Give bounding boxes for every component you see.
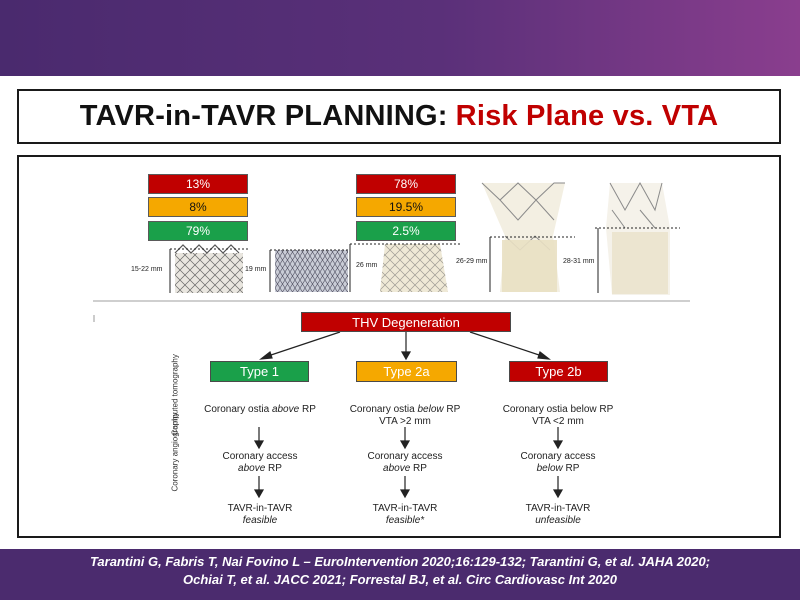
valve-2-dimension: 19 mm: [245, 266, 267, 273]
slide-title: TAVR-in-TAVR PLANNING: Risk Plane vs. VT…: [17, 89, 781, 144]
type-2a-box: Type 2a: [356, 361, 457, 382]
side-label-angio: Coronary angiography: [170, 412, 180, 492]
type-2b-box: Type 2b: [509, 361, 608, 382]
right-low-risk-box: 2.5%: [356, 221, 456, 241]
type-1-angio-text: Coronary access above RP: [222, 451, 298, 474]
type-1-box: Type 1: [210, 361, 309, 382]
valve-3-dimension: 26 mm: [356, 262, 378, 269]
right-mid-risk-box: 19.5%: [356, 197, 456, 217]
valve-1-image: [169, 244, 250, 293]
type-2a-result-text: TAVR-in-TAVR feasible*: [372, 503, 438, 526]
flow-arrows: [253, 331, 564, 499]
left-mid-risk-box: 8%: [148, 197, 248, 217]
type-1-ct-text: Coronary ostia above RP: [204, 404, 316, 415]
citation: Tarantini G, Fabris T, Nai Fovino L – Eu…: [0, 553, 800, 589]
left-high-risk-box: 13%: [148, 174, 248, 194]
type-2b-angio-text: Coronary access below RP: [520, 451, 596, 474]
valve-4-image: [481, 182, 575, 292]
type-2b-result-text: TAVR-in-TAVR unfeasible: [525, 503, 591, 526]
type-1-result-text: TAVR-in-TAVR feasible: [227, 503, 293, 526]
left-low-risk-box: 79%: [148, 221, 248, 241]
footer-band: [0, 549, 800, 600]
citation-line-1: Tarantini G, Fabris T, Nai Fovino L – Eu…: [89, 554, 711, 569]
valve-3-image: [349, 243, 460, 292]
type-2a-angio-text: Coronary access above RP: [367, 451, 443, 474]
title-part-black: TAVR-in-TAVR PLANNING:: [79, 100, 448, 132]
thv-degeneration-box: THV Degeneration: [301, 312, 511, 332]
type-2b-ct-text: Coronary ostia below RP VTA <2 mm: [502, 404, 614, 427]
valve-5-image: [595, 181, 680, 295]
valve-1-dimension: 15-22 mm: [131, 266, 163, 273]
valve-2-image: [269, 249, 350, 292]
type-2a-ct-text: Coronary ostia below RP VTA >2 mm: [349, 404, 461, 427]
header-band: [0, 0, 800, 76]
citation-line-2: Ochiai T, et al. JACC 2021; Forrestal BJ…: [183, 572, 617, 587]
right-high-risk-box: 78%: [356, 174, 456, 194]
valve-5-dimension: 28-31 mm: [563, 258, 595, 265]
title-part-red: Risk Plane vs. VTA: [455, 100, 719, 132]
valve-4-dimension: 26-29 mm: [456, 258, 488, 265]
